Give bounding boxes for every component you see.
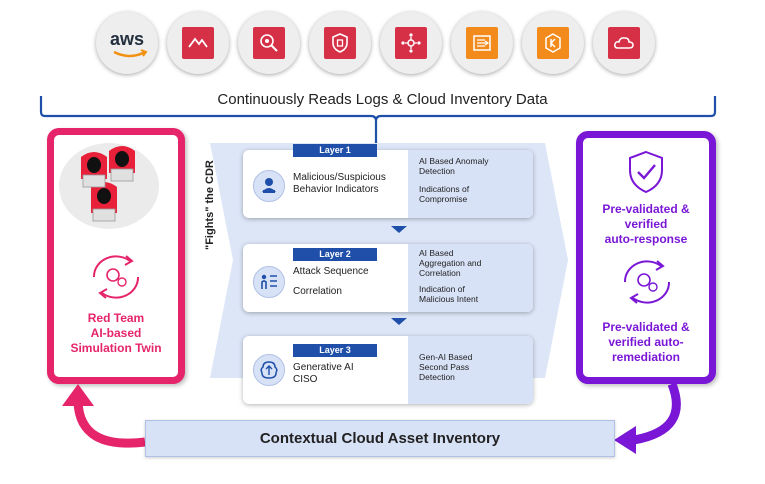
layer-2-title: Attack Sequence Correlation: [293, 266, 369, 298]
cloud-workload-icon: [608, 27, 640, 59]
red-team-title-line-3: Simulation Twin: [70, 341, 162, 355]
layer-2-detail-line-4: Indication of: [419, 284, 465, 294]
cloudtrail-circle: [167, 12, 229, 74]
layer-3-details: Gen-AI Based Second Pass Detection: [419, 352, 472, 382]
hacker-group-icon: [59, 143, 159, 229]
data-pipeline-circle: [451, 12, 513, 74]
layer-2-detail-line-5: Malicious Intent: [419, 294, 479, 304]
cloudtrail-icon: [182, 27, 214, 59]
fights-cdr-label: "Fights" the CDR: [204, 160, 216, 250]
auto-response-line-3: auto-response: [604, 232, 688, 246]
guardduty-icon: [324, 27, 356, 59]
inspector-icon: [253, 27, 285, 59]
shield-check-icon: [629, 150, 663, 194]
layer-3-title: Generative AI CISO: [293, 362, 354, 386]
layer-1-detail-line-2: Detection: [419, 166, 455, 176]
auto-remediation-line-1: Pre-validated &: [602, 320, 690, 334]
layer-2-title-line-2: Correlation: [293, 286, 342, 297]
layer-2-badge: Layer 2: [293, 248, 377, 261]
eventbridge-icon: [395, 27, 427, 59]
red-team-title: Red Team AI-based Simulation Twin: [54, 311, 178, 356]
simulation-cycle-icon: [92, 255, 140, 299]
layer-3-detail-line-1: Gen-AI Based: [419, 352, 473, 362]
layer-1-detail-line-3: Indications of: [419, 184, 470, 194]
auto-remediation-line-3: remediation: [611, 350, 680, 364]
remediation-cycle-icon: [623, 260, 671, 304]
layer-1-detail-line-4: Compromise: [419, 194, 468, 204]
layer-3-badge: Layer 3: [293, 344, 377, 357]
layer-2-detail-line-2: Aggregation and: [419, 258, 482, 268]
layer-2-side-panel: [408, 244, 533, 312]
auto-remediation-line-2: verified auto-: [608, 335, 684, 349]
data-pipeline-icon: [466, 27, 498, 59]
cloud-asset-inventory-bar: Contextual Cloud Asset Inventory: [145, 420, 615, 457]
attack-sequence-icon: [253, 266, 285, 298]
layer-1-title-line-2: Behavior Indicators: [293, 184, 379, 195]
top-bracket: [39, 96, 717, 148]
layer-2-details: AI Based Aggregation and Correlation Ind…: [419, 248, 481, 304]
layer-3-side-panel: [408, 336, 533, 404]
layer-2-title-line-1: Attack Sequence: [293, 266, 369, 277]
layer-1-badge: Layer 1: [293, 144, 377, 157]
auto-remediation-text: Pre-validated & verified auto- remediati…: [583, 320, 709, 365]
inspector-circle: [238, 12, 300, 74]
hacker-laptop-icon: [253, 170, 285, 202]
aws-logo-circle: aws: [96, 12, 158, 74]
layer-3-detail-line-3: Detection: [419, 372, 455, 382]
aws-logo-icon: aws: [110, 29, 148, 57]
auto-response-line-1: Pre-validated &: [602, 202, 690, 216]
right-feedback-arrow: [614, 382, 681, 454]
layer-2-detail-line-1: AI Based: [419, 248, 454, 258]
layer-3-title-line-1: Generative AI: [293, 362, 354, 373]
eks-icon: [537, 27, 569, 59]
guardduty-circle: [309, 12, 371, 74]
eventbridge-circle: [380, 12, 442, 74]
layer-3-card: Layer 3 Generative AI CISO Gen-AI Based …: [243, 336, 533, 404]
layer-1-side-panel: [408, 150, 533, 218]
auto-response-text: Pre-validated & verified auto-response: [583, 202, 709, 247]
layer-1-title: Malicious/Suspicious Behavior Indicators: [293, 172, 386, 196]
layer-3-title-line-2: CISO: [293, 374, 318, 385]
layer-3-detail-line-2: Second Pass: [419, 362, 470, 372]
layer-1-title-line-1: Malicious/Suspicious: [293, 172, 386, 183]
layer-1-details: AI Based Anomaly Detection Indications o…: [419, 156, 488, 204]
layer-1-to-2-arrow: [391, 226, 407, 233]
red-team-title-line-1: Red Team: [87, 311, 145, 325]
auto-response-panel: Pre-validated & verified auto-response P…: [576, 131, 716, 384]
layer-2-to-3-arrow: [391, 318, 407, 325]
layer-2-card: Layer 2 Attack Sequence Correlation AI B…: [243, 244, 533, 312]
left-feedback-arrow: [62, 384, 146, 448]
layer-1-detail-line-1: AI Based Anomaly: [419, 156, 489, 166]
cloud-workload-circle: [593, 12, 655, 74]
eks-circle: [522, 12, 584, 74]
red-team-panel: Red Team AI-based Simulation Twin: [47, 128, 185, 384]
auto-response-line-2: verified: [624, 217, 668, 231]
layer-1-card: Layer 1 Malicious/Suspicious Behavior In…: [243, 144, 533, 218]
inventory-label: Contextual Cloud Asset Inventory: [259, 430, 501, 447]
red-team-title-line-2: AI-based: [90, 326, 142, 340]
layer-2-detail-line-3: Correlation: [419, 268, 461, 278]
ai-brain-icon: [253, 354, 285, 386]
bracket-label: Continuously Reads Logs & Cloud Inventor…: [217, 91, 548, 108]
